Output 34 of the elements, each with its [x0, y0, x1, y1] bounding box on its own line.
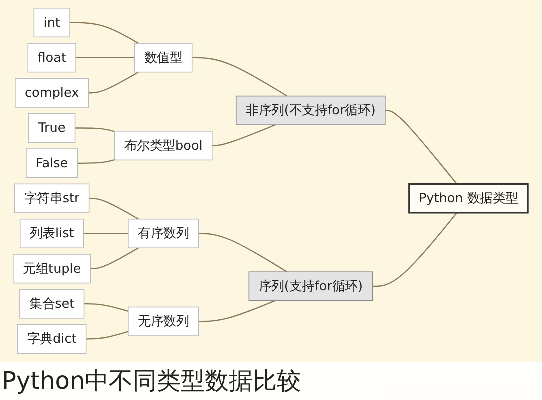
- connector: [89, 72, 140, 94]
- connector: [199, 233, 288, 273]
- node-box: 集合set: [20, 289, 85, 319]
- connector: [212, 124, 276, 146]
- connector: [90, 198, 140, 220]
- connector: [84, 233, 129, 234]
- connector: [192, 57, 288, 97]
- connector: [70, 22, 140, 44]
- node-box: 布尔类型bool: [114, 131, 214, 161]
- node-box: 数值型: [134, 43, 194, 73]
- caption: Python中不同类型数据比较: [0, 362, 542, 400]
- node-box: 字典dict: [18, 324, 87, 354]
- connector: [78, 159, 116, 164]
- node-box: complex: [15, 78, 90, 108]
- node-box: Python 数据类型: [408, 183, 530, 214]
- node-box: 字符串str: [14, 184, 90, 214]
- connector: [76, 128, 116, 132]
- node-box: 非序列(不支持for循环): [236, 96, 386, 126]
- node-box: False: [26, 148, 78, 178]
- connector: [86, 331, 129, 340]
- connector: [199, 300, 276, 322]
- node-box: 元组tuple: [13, 254, 92, 284]
- node-box: 有序数列: [128, 218, 200, 249]
- connector: [91, 248, 140, 270]
- connector: [76, 57, 136, 59]
- connector: [372, 212, 458, 288]
- node-box: 无序数列: [128, 306, 200, 336]
- connector: [84, 303, 129, 312]
- node-box: 列表list: [20, 218, 85, 249]
- node-box: int: [34, 8, 71, 38]
- node-box: 序列(支持for循环): [249, 272, 374, 302]
- node-box: True: [28, 113, 76, 144]
- connector: [386, 110, 458, 185]
- node-box: float: [28, 43, 77, 73]
